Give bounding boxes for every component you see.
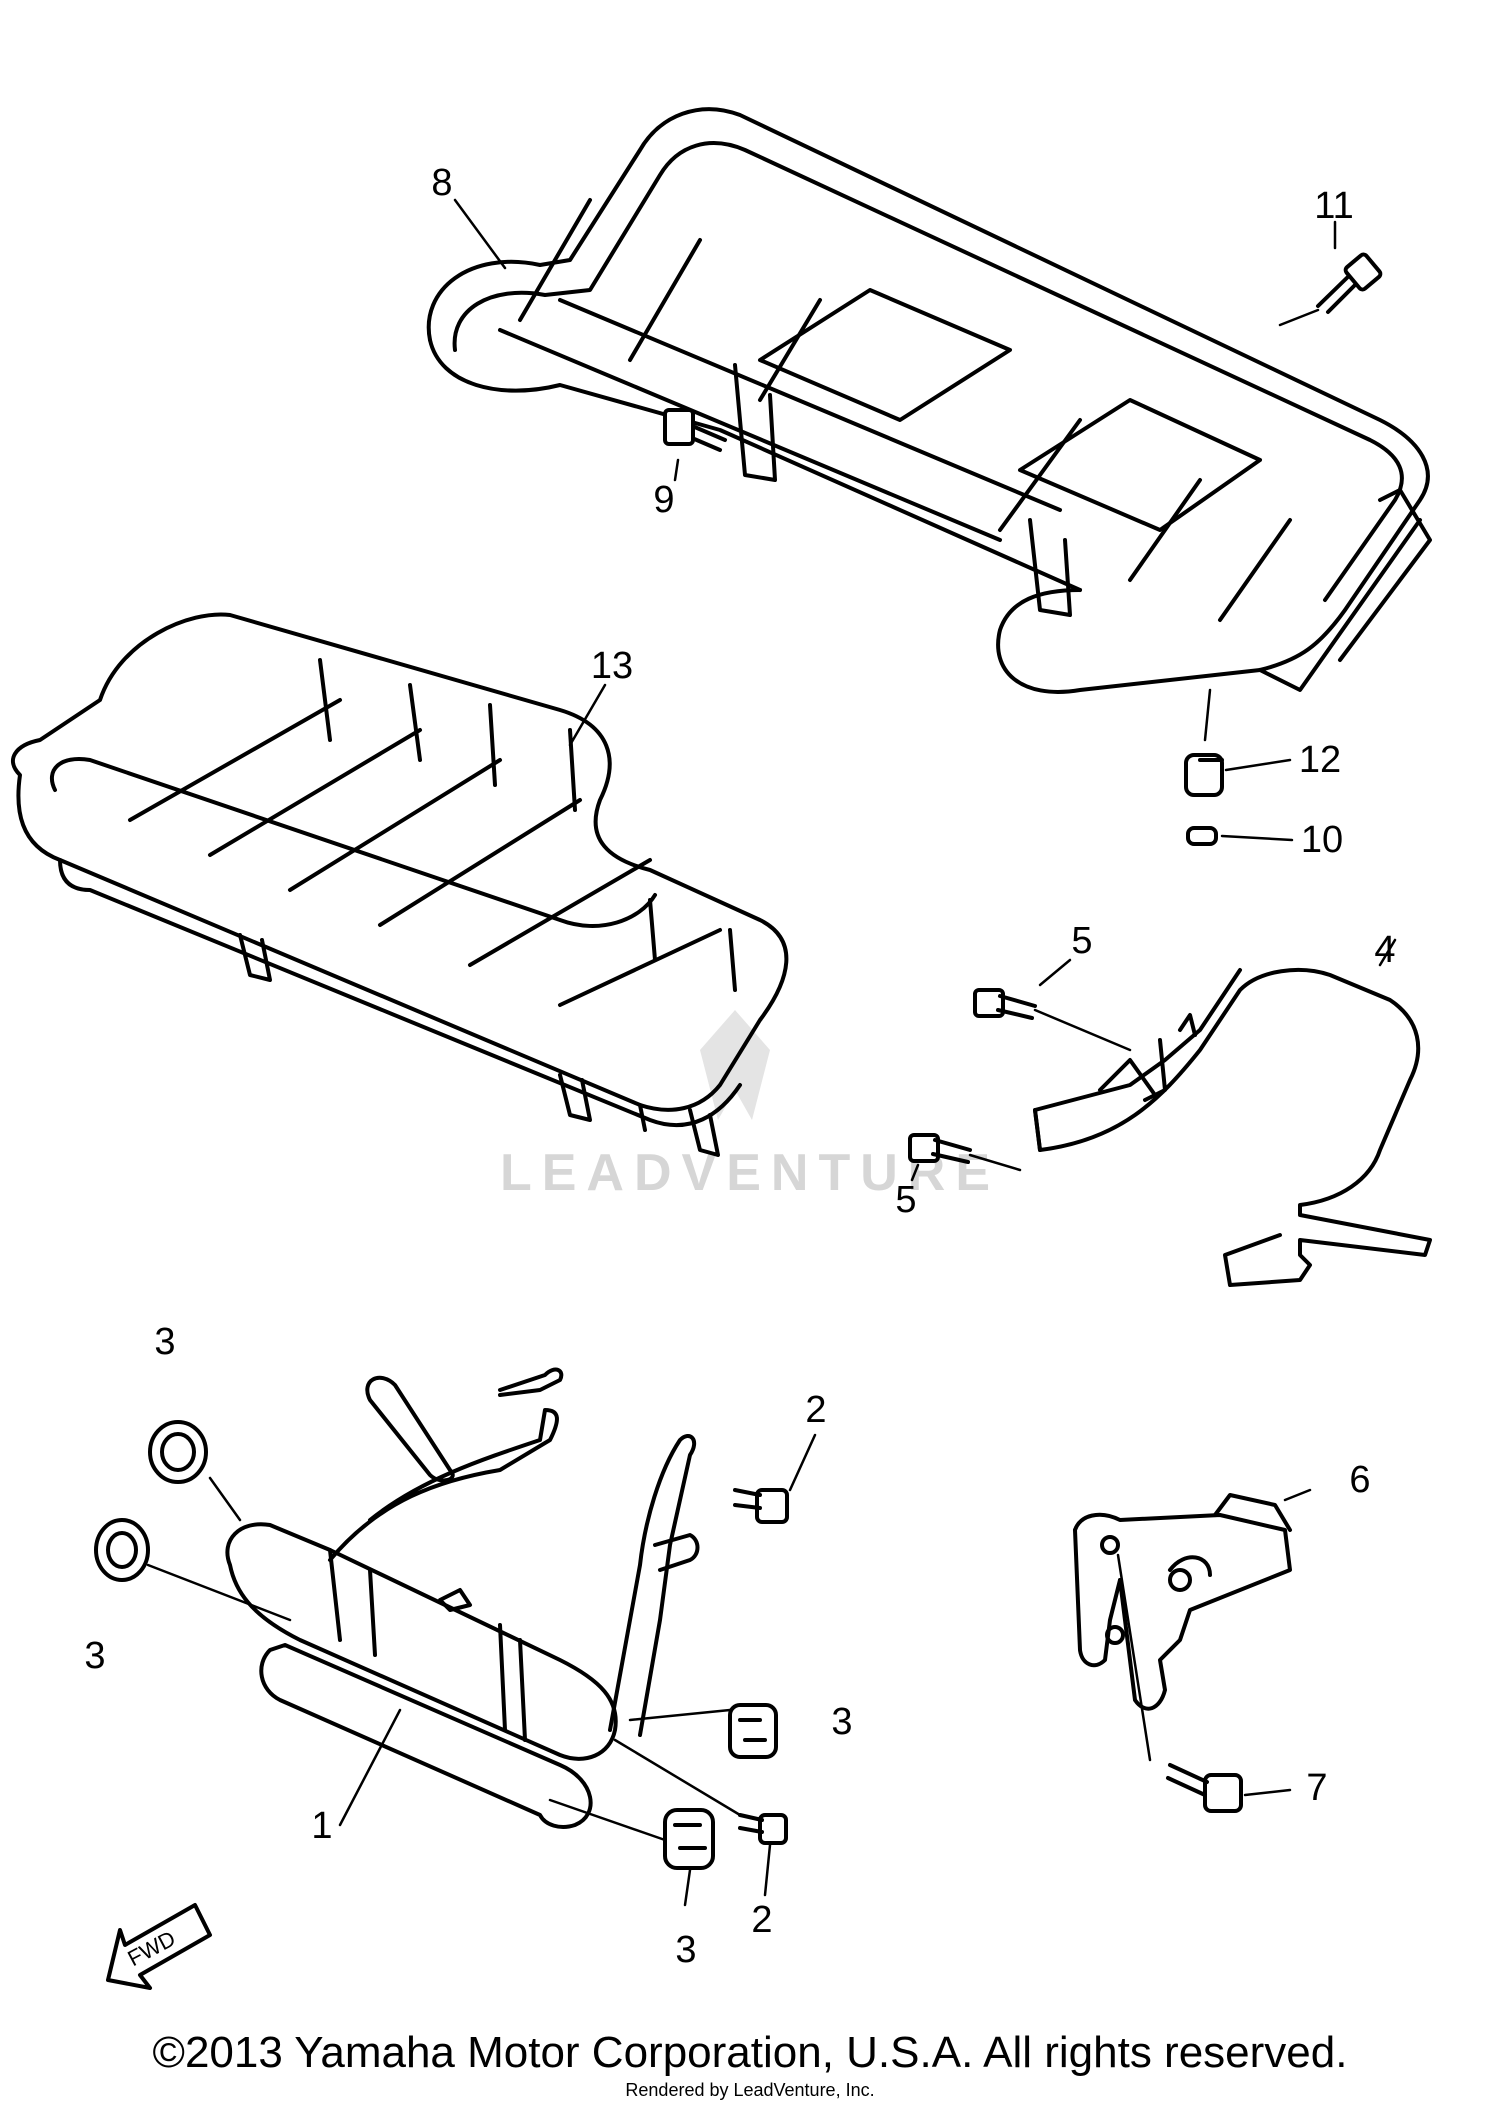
label-6: 6 bbox=[1349, 1459, 1370, 1501]
front-carrier bbox=[10, 612, 789, 1157]
label-7: 7 bbox=[1306, 1767, 1327, 1809]
label-2a: 2 bbox=[805, 1389, 826, 1431]
guard-bar bbox=[1033, 968, 1432, 1287]
mounting-bracket bbox=[1073, 1493, 1292, 1711]
leader-lines bbox=[146, 198, 1397, 1907]
label-3b: 3 bbox=[84, 1635, 105, 1677]
label-3a: 3 bbox=[154, 1321, 175, 1363]
label-10: 10 bbox=[1301, 819, 1343, 861]
label-12: 12 bbox=[1299, 739, 1341, 781]
label-11: 11 bbox=[1314, 185, 1353, 227]
label-2b: 2 bbox=[751, 1899, 772, 1941]
copyright-notice: ©2013 Yamaha Motor Corporation, U.S.A. A… bbox=[152, 2028, 1348, 2077]
label-3c: 3 bbox=[831, 1701, 852, 1743]
front-bumper bbox=[225, 1367, 700, 1829]
rendered-by-credit: Rendered by LeadVenture, Inc. bbox=[625, 2080, 875, 2100]
fwd-label: FWD bbox=[123, 1926, 179, 1972]
label-9: 9 bbox=[653, 479, 674, 521]
label-4: 4 bbox=[1374, 929, 1395, 971]
fasteners bbox=[94, 252, 1383, 1870]
fwd-arrow-icon: FWD bbox=[106, 1903, 212, 1990]
label-5a: 5 bbox=[1071, 920, 1092, 962]
part-labels: 8 11 9 13 12 10 5 4 5 3 2 6 3 3 7 1 2 3 bbox=[84, 162, 1395, 1971]
label-5b: 5 bbox=[895, 1179, 916, 1221]
rear-carrier bbox=[426, 107, 1432, 694]
grommet bbox=[148, 1420, 208, 1484]
label-1: 1 bbox=[311, 1805, 332, 1847]
label-3d: 3 bbox=[675, 1929, 696, 1971]
label-8: 8 bbox=[431, 162, 452, 204]
label-13: 13 bbox=[591, 645, 633, 687]
